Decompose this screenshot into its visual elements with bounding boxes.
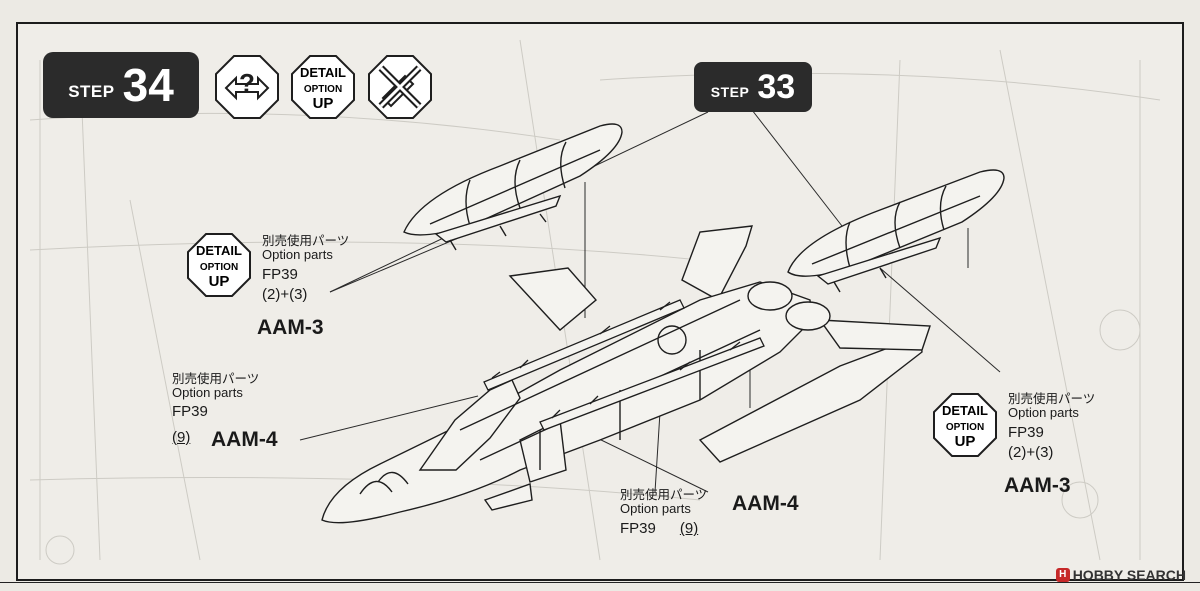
part-code: FP39: [262, 266, 298, 284]
step-word: STEP: [68, 82, 115, 101]
check-fit-icon: ?: [215, 55, 279, 119]
detail-option-up-icon: DETAIL OPTION UP: [187, 233, 251, 297]
option-parts-jp: 別売使用パーツ: [172, 371, 260, 386]
part-code: FP39: [172, 403, 208, 421]
step-word: STEP: [710, 84, 750, 100]
part-code: FP39: [620, 520, 656, 538]
part-numbers: (9): [679, 520, 699, 538]
watermark-text: HOBBY SEARCH: [1072, 567, 1186, 583]
step-number: 34: [122, 59, 174, 111]
instruction-sheet: [16, 22, 1184, 581]
svg-text:DETAIL: DETAIL: [942, 403, 988, 418]
detail-option-up-icon: DETAIL OPTION UP: [291, 55, 355, 119]
option-parts-jp: 別売使用パーツ: [1008, 391, 1096, 406]
part-code: FP39: [1008, 424, 1044, 442]
watermark: H HOBBY SEARCH: [1055, 567, 1186, 583]
svg-text:DETAIL: DETAIL: [196, 243, 242, 258]
missile-name: AAM-4: [732, 492, 799, 515]
option-parts-en: Option parts: [620, 501, 691, 517]
option-parts-jp: 別売使用パーツ: [620, 487, 708, 502]
part-numbers: (2)+(3): [1008, 443, 1054, 461]
part-numbers: (2)+(3): [262, 285, 308, 303]
option-parts-callout-aam4-left: 別売使用パーツ Option parts FP39 (9): [172, 371, 260, 446]
svg-text:OPTION: OPTION: [200, 262, 238, 273]
option-parts-callout-aam4-bottom: 別売使用パーツ Option parts FP39 (9): [620, 487, 708, 538]
background-ghost-lines: [29, 39, 1161, 565]
step-33-reference-badge: STEP 33: [694, 62, 812, 112]
svg-text:?: ?: [239, 68, 255, 98]
svg-text:OPTION: OPTION: [946, 422, 984, 433]
up-word: UP: [313, 95, 334, 112]
part-numbers: (9): [172, 428, 191, 446]
no-glue-icon: [368, 55, 432, 119]
step-number: 33: [757, 67, 796, 106]
option-word: OPTION: [304, 84, 342, 95]
detail-word: DETAIL: [300, 65, 346, 80]
step-34-badge: STEP 34: [43, 52, 199, 118]
option-parts-en: Option parts: [262, 247, 333, 263]
hobby-search-logo-icon: H: [1055, 568, 1070, 582]
option-parts-callout-aam3-left: 別売使用パーツ Option parts FP39 (2)+(3): [262, 233, 350, 303]
svg-text:UP: UP: [209, 273, 230, 290]
missile-name: AAM-3: [257, 316, 324, 339]
option-parts-en: Option parts: [1008, 405, 1079, 421]
svg-text:UP: UP: [955, 433, 976, 450]
fuel-tank-left: [403, 123, 623, 251]
option-parts-callout-aam3-right: 別売使用パーツ Option parts FP39 (2)+(3): [1008, 391, 1096, 461]
leader-lines: [299, 109, 1001, 493]
aircraft-body: [321, 225, 931, 524]
option-parts-jp: 別売使用パーツ: [262, 233, 350, 248]
fuel-tank-right: [787, 169, 1005, 293]
missiles-mounted: [483, 299, 765, 431]
bottom-rule: [0, 582, 1200, 583]
detail-option-up-icon: DETAIL OPTION UP: [933, 393, 997, 457]
option-parts-en: Option parts: [172, 385, 243, 401]
missile-name: AAM-3: [1004, 474, 1071, 497]
missile-name: AAM-4: [211, 428, 278, 451]
